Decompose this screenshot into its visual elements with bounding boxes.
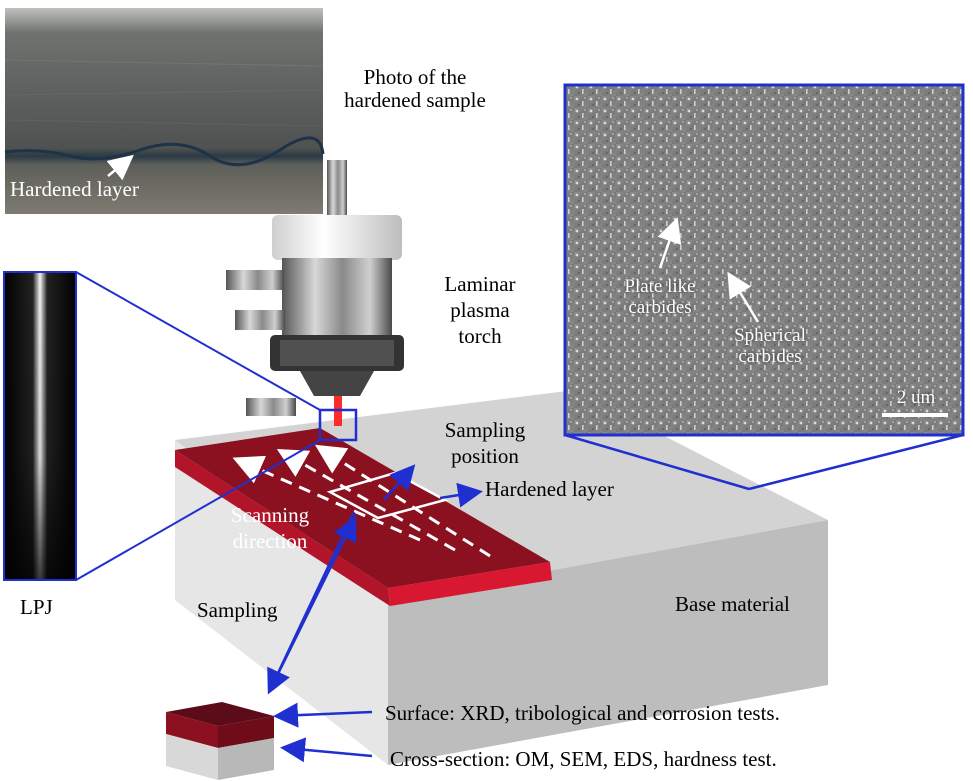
hardened-layer-strip	[175, 428, 552, 606]
spherical-carbides-line1: Spherical	[734, 325, 806, 346]
block-blue-arrows	[267, 464, 483, 763]
small-sample-block	[166, 702, 274, 780]
hardened-sample-photo	[4, 8, 325, 214]
plate-carbides-label: Plate like carbides	[600, 276, 720, 318]
lpj-connectors	[75, 271, 321, 581]
surface-tests-label: Surface: XRD, tribological and corrosion…	[385, 701, 780, 725]
plasma-torch	[226, 160, 404, 426]
base-front-face	[175, 440, 388, 765]
hardened-layer-label: Hardened layer	[485, 477, 614, 501]
scanning-direction-line2: direction	[232, 529, 308, 553]
photo-caption-line1: Photo of the	[363, 65, 467, 89]
photo-hardened-layer-label: Hardened layer	[10, 177, 139, 201]
torch-label-line2: plasma	[450, 298, 510, 322]
sem-scale-label: 2 um	[896, 387, 936, 408]
photo-caption-line2: hardened sample	[344, 88, 486, 112]
scanning-arrows	[232, 444, 491, 558]
sampling-position-line1: Sampling	[444, 418, 526, 442]
spherical-carbides-line2: carbides	[738, 346, 802, 367]
torch-label: Laminar plasma torch	[425, 273, 535, 348]
sampling-label: Sampling	[197, 598, 278, 622]
hardened-front	[175, 450, 390, 606]
torch-label-line3: torch	[458, 324, 502, 348]
photo-caption: Photo of the hardened sample	[340, 66, 490, 112]
scanning-direction-line1: Scanning	[230, 503, 310, 527]
hardened-edge	[388, 562, 552, 606]
lpj-inset	[3, 271, 77, 581]
sem-connectors	[564, 433, 964, 491]
lpj-label: LPJ	[20, 595, 53, 619]
nozzle-zoom-box	[318, 408, 358, 442]
cross-section-tests-label: Cross-section: OM, SEM, EDS, hardness te…	[390, 747, 777, 771]
base-material-label: Base material	[675, 592, 790, 616]
sampling-position-box	[326, 471, 449, 520]
plate-carbides-line1: Plate like	[624, 276, 696, 297]
hardened-top	[175, 428, 550, 588]
spherical-carbides-label: Spherical carbides	[710, 325, 830, 367]
scanning-direction-label: Scanning direction	[210, 504, 330, 553]
sampling-position-line2: position	[451, 444, 519, 468]
torch-label-line1: Laminar	[444, 272, 516, 296]
plate-carbides-line2: carbides	[628, 297, 692, 318]
sem-inset	[563, 83, 965, 437]
sampling-position-label: Sampling position	[420, 419, 550, 468]
